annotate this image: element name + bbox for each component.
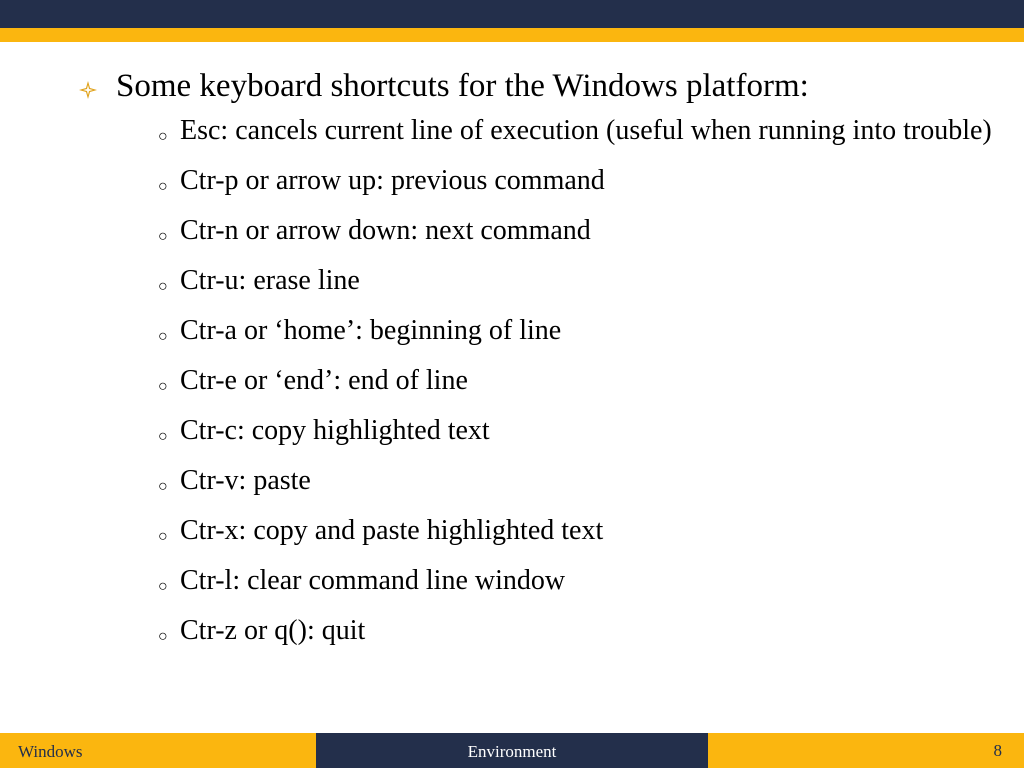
slide-content: Some keyboard shortcuts for the Windows … (78, 62, 992, 656)
circle-icon: ○ (158, 528, 168, 545)
circle-icon: ○ (158, 278, 168, 295)
header-band-gold (0, 28, 1024, 42)
list-item-text: Ctr-u: erase line (180, 265, 360, 296)
footer-topic: Environment (316, 733, 708, 768)
list-item-text: Ctr-z or q(): quit (180, 615, 366, 646)
circle-icon: ○ (158, 478, 168, 495)
list-item: ○ Ctr-l: clear command line window (158, 562, 1000, 606)
list-item-text: Ctr-c: copy highlighted text (180, 415, 490, 446)
circle-icon: ○ (158, 628, 168, 645)
list-item: ○ Ctr-e or ‘end’: end of line (158, 362, 1000, 406)
list-item-text: Ctr-n or arrow down: next command (180, 215, 591, 246)
list-item: ○ Ctr-x: copy and paste highlighted text (158, 512, 1000, 556)
circle-icon: ○ (158, 128, 168, 145)
list-item: ○ Ctr-z or q(): quit (158, 612, 1000, 656)
circle-icon: ○ (158, 228, 168, 245)
list-item: ○ Esc: cancels current line of execution… (158, 112, 1000, 156)
list-item-text: Ctr-v: paste (180, 465, 311, 496)
list-item: ○ Ctr-n or arrow down: next command (158, 212, 1000, 256)
list-item: ○ Ctr-p or arrow up: previous command (158, 162, 1000, 206)
circle-icon: ○ (158, 328, 168, 345)
main-bullet: Some keyboard shortcuts for the Windows … (78, 62, 992, 656)
footer-section-title: Windows (0, 733, 316, 768)
list-item: ○ Ctr-c: copy highlighted text (158, 412, 1000, 456)
shortcut-list: ○ Esc: cancels current line of execution… (158, 112, 1000, 656)
list-item: ○ Ctr-u: erase line (158, 262, 1000, 306)
circle-icon: ○ (158, 178, 168, 195)
list-item-text: Esc: cancels current line of execution (… (180, 115, 992, 146)
footer: Windows Environment 8 (0, 733, 1024, 768)
diamond-icon (79, 81, 97, 99)
circle-icon: ○ (158, 428, 168, 445)
circle-icon: ○ (158, 578, 168, 595)
page-number: 8 (708, 733, 1024, 768)
circle-icon: ○ (158, 378, 168, 395)
list-item-text: Ctr-e or ‘end’: end of line (180, 365, 468, 396)
list-item: ○ Ctr-a or ‘home’: beginning of line (158, 312, 1000, 356)
list-item-text: Ctr-l: clear command line window (180, 565, 566, 596)
list-item: ○ Ctr-v: paste (158, 462, 1000, 506)
list-item-text: Ctr-x: copy and paste highlighted text (180, 515, 604, 546)
slide-heading: Some keyboard shortcuts for the Windows … (116, 68, 809, 104)
list-item-text: Ctr-p or arrow up: previous command (180, 165, 605, 196)
header-band-navy (0, 0, 1024, 28)
list-item-text: Ctr-a or ‘home’: beginning of line (180, 315, 562, 346)
